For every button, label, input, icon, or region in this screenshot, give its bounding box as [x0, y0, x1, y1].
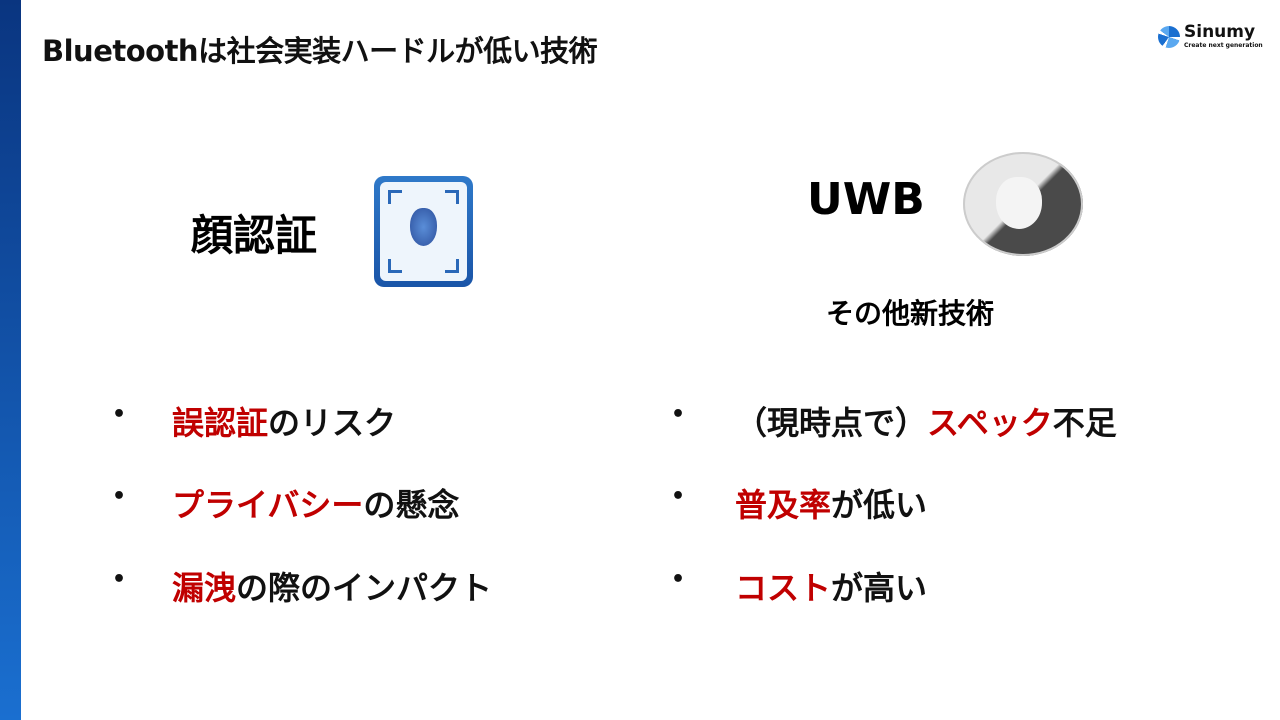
text-segment: が高い — [831, 569, 928, 607]
bullet-icon: • — [671, 484, 686, 509]
text-segment: （現時点で） — [735, 404, 928, 442]
text-segment: 不足 — [1052, 404, 1117, 442]
list-item: プライバシーの懸念 — [172, 480, 459, 526]
logo-mark-icon — [1158, 26, 1180, 48]
list-item: コストが高い — [735, 563, 927, 609]
highlighted-text: スペック — [927, 404, 1053, 442]
highlighted-text: プライバシー — [172, 486, 364, 524]
highlighted-text: 漏洩 — [172, 569, 237, 607]
sidebar-accent-bar — [0, 0, 21, 720]
highlighted-text: 誤認証 — [172, 404, 269, 442]
bullet-icon: • — [112, 567, 127, 592]
other-tech-subheading: その他新技術 — [826, 297, 995, 330]
sinumy-logo: Sinumy Create next generation — [1156, 22, 1263, 52]
highlighted-text: 普及率 — [735, 486, 832, 524]
bullet-icon: • — [112, 484, 127, 509]
bullet-icon: • — [671, 567, 686, 592]
bullet-icon: • — [671, 402, 686, 427]
list-item: 誤認証のリスク — [172, 398, 396, 444]
logo-tagline: Create next generation — [1184, 42, 1263, 49]
text-segment: のリスク — [268, 404, 397, 442]
face-recognition-icon — [374, 176, 473, 287]
face-recognition-heading: 顔認証 — [191, 211, 318, 260]
apple-logo-icon — [996, 177, 1042, 229]
slide-title: Bluetoothは社会実装ハードルが低い技術 — [42, 34, 598, 68]
text-segment: が低い — [831, 486, 928, 524]
list-item: 普及率が低い — [735, 480, 927, 526]
logo-name: Sinumy — [1184, 22, 1256, 42]
text-segment: の懸念 — [363, 486, 460, 524]
bullet-icon: • — [112, 402, 127, 427]
list-item: （現時点で）スペック不足 — [735, 398, 1117, 444]
text-segment: の際のインパクト — [236, 569, 493, 607]
uwb-heading: UWB — [807, 174, 925, 225]
list-item: 漏洩の際のインパクト — [172, 563, 492, 609]
highlighted-text: コスト — [735, 569, 832, 607]
